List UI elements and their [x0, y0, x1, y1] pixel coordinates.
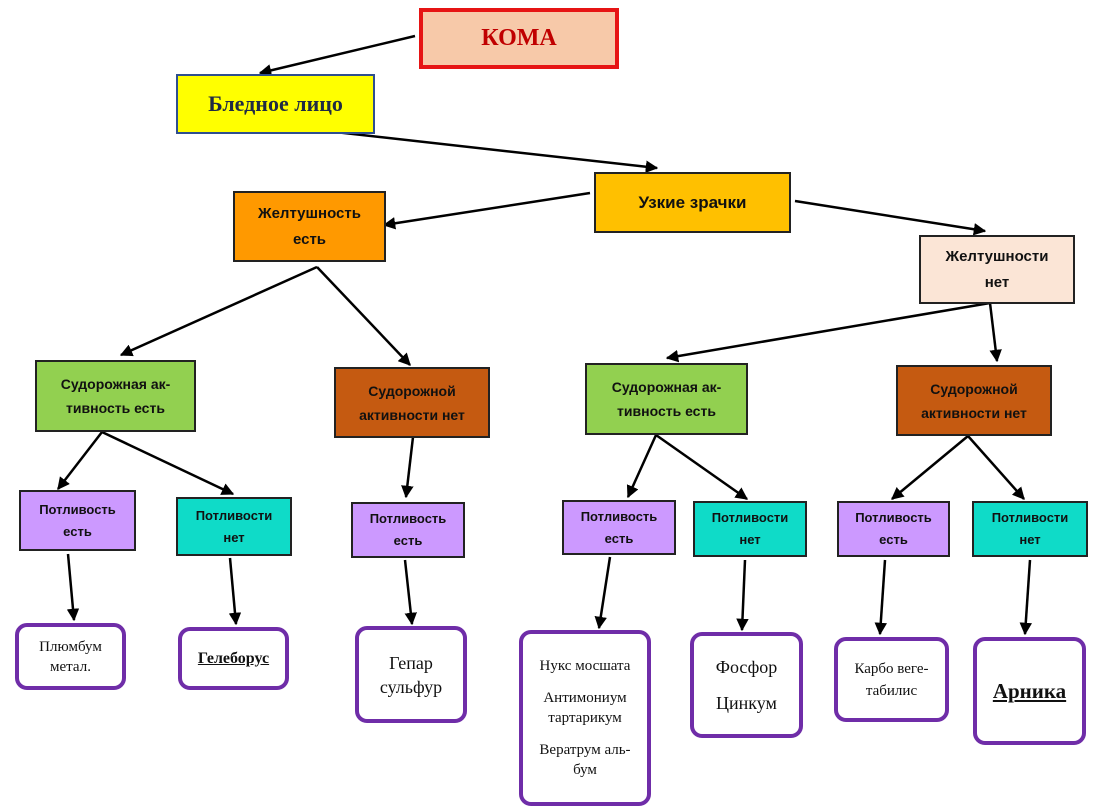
node-pale-face: Бледное лицо	[176, 74, 375, 134]
remedy-carbo: Карбо веге- табилис	[834, 637, 949, 722]
node-sweat-no-1-line2: нет	[223, 529, 245, 545]
node-sweat-yes-4-line1: Потливость	[855, 510, 932, 525]
node-convulsion-no-right-line2: активности нет	[921, 404, 1027, 421]
remedy-arnica-label: Арника	[992, 678, 1067, 703]
node-sweat-yes-4: Потливость есть	[837, 501, 950, 557]
remedy-plumbum-line2: метал.	[50, 658, 91, 675]
node-convulsion-yes-right-line2: тивность есть	[617, 403, 716, 419]
node-sweat-yes-4-line2: есть	[879, 532, 908, 547]
node-sweat-no-4-line2: нет	[1019, 532, 1041, 547]
arrow-conv-no-right-to-sweat-no	[967, 435, 1025, 500]
node-sweat-yes-2-line2: есть	[393, 533, 423, 548]
arrow-conv-yes-right-to-sweat-no	[655, 433, 749, 501]
arrow-conv-yes-left-to-sweat-yes	[57, 431, 103, 490]
remedy-antimonium-line1: Антимониум	[543, 690, 627, 706]
node-sweat-no-1: Потливости нет	[176, 497, 292, 556]
node-jaundice-yes: Желтушность есть	[233, 191, 386, 262]
node-convulsion-no-left: Судорожной активности нет	[334, 367, 490, 438]
node-jaundice-no: Желтушности нет	[919, 235, 1075, 304]
arrow-jaundice-no-to-conv-no	[988, 302, 1002, 363]
node-sweat-no-3-line2: нет	[739, 532, 761, 547]
arrow-sweat-to-plumbum	[66, 553, 80, 622]
arrow-jaundice-yes-to-conv-no	[316, 266, 411, 366]
remedy-antimonium-line2: тартарикум	[548, 710, 622, 726]
node-sweat-yes-3-line2: есть	[604, 530, 634, 546]
node-convulsion-no-right: Судорожной активности нет	[896, 365, 1052, 436]
remedy-hepar-line2: сульфур	[379, 676, 443, 697]
arrow-coma-to-pale-face	[258, 34, 416, 77]
node-jaundice-no-line1: Желтушности	[945, 247, 1049, 265]
node-convulsion-no-right-line1: Судорожной	[930, 380, 1018, 397]
node-convulsion-yes-left-line1: Судорожная ак-	[60, 376, 171, 392]
arrow-pupils-to-jaundice-yes	[382, 191, 591, 230]
node-jaundice-yes-line1: Желтушность	[258, 204, 361, 222]
arrow-sweat-to-helleborus	[228, 557, 242, 626]
node-sweat-yes-3-line1: Потливость	[580, 508, 658, 524]
node-sweat-no-1-line1: Потливости	[195, 507, 273, 523]
node-sweat-yes-1-line2: есть	[63, 523, 92, 539]
node-convulsion-no-left-line2: активности нет	[359, 406, 465, 423]
node-narrow-pupils: Узкие зрачки	[594, 172, 791, 233]
node-convulsion-yes-left: Судорожная ак- тивность есть	[35, 360, 196, 432]
node-sweat-no-3-line1: Потливости	[711, 510, 789, 525]
node-convulsion-yes-right: Судорожная ак- тивность есть	[585, 363, 748, 435]
remedy-zincum: Цинкум	[716, 693, 777, 713]
remedy-carbo-line2: табилис	[865, 682, 918, 699]
remedy-plumbum-line1: Плюмбум	[39, 638, 102, 655]
node-sweat-yes-3: Потливость есть	[562, 500, 676, 555]
remedy-hepar: Гепар сульфур	[355, 626, 467, 723]
remedy-veratrum-line1: Вератрум аль-	[539, 742, 631, 758]
node-sweat-no-4-line1: Потливости	[991, 510, 1069, 525]
remedy-phosphor-zincum: Фосфор Цинкум	[690, 632, 803, 738]
arrow-sweat-to-phosphor	[736, 559, 749, 632]
arrow-jaundice-no-to-conv-yes	[665, 301, 991, 363]
remedy-plumbum: Плюмбум метал.	[15, 623, 126, 690]
node-convulsion-no-left-line1: Судорожной	[368, 382, 456, 399]
remedy-helleborus: Гелеборус	[178, 627, 289, 690]
node-sweat-yes-1: Потливость есть	[19, 490, 136, 551]
node-jaundice-yes-line2: есть	[292, 230, 327, 248]
arrow-sweat-to-nux	[594, 556, 612, 630]
node-sweat-no-3: Потливости нет	[693, 501, 807, 557]
remedy-nux-moschata: Нукс мосшата	[539, 658, 631, 674]
remedy-helleborus-label: Гелеборус	[197, 649, 270, 667]
remedy-veratrum-line2: бум	[573, 762, 597, 778]
remedy-hepar-line1: Гепар	[389, 652, 433, 673]
remedy-nux-group: Нукс мосшата Антимониум тартарикум Верат…	[519, 630, 651, 806]
remedy-carbo-line1: Карбо веге-	[854, 660, 929, 677]
node-jaundice-no-line2: нет	[984, 273, 1010, 291]
arrow-pale-face-to-narrow-pupils	[334, 130, 659, 173]
arrow-conv-no-right-to-sweat-yes	[891, 435, 969, 500]
node-pale-face-label: Бледное лицо	[208, 91, 343, 116]
arrow-sweat-to-arnica	[1019, 559, 1032, 636]
arrow-conv-yes-right-to-sweat-yes	[626, 434, 658, 499]
node-convulsion-yes-left-line2: тивность есть	[66, 400, 165, 416]
remedy-arnica: Арника	[973, 637, 1086, 745]
node-sweat-yes-2-line1: Потливость	[369, 511, 447, 526]
arrow-sweat-to-hepar	[403, 559, 417, 626]
arrow-pupils-to-jaundice-no	[794, 199, 987, 236]
arrow-jaundice-yes-to-conv-yes	[119, 265, 318, 357]
node-convulsion-yes-right-line1: Судорожная ак-	[611, 379, 722, 395]
arrow-sweat-to-carbo	[874, 559, 887, 636]
node-coma-label: КОМА	[481, 25, 557, 51]
node-coma: КОМА	[419, 8, 619, 69]
remedy-phosphor: Фосфор	[715, 657, 778, 677]
arrow-conv-yes-left-to-sweat-no	[101, 430, 235, 496]
node-sweat-no-4: Потливости нет	[972, 501, 1088, 557]
node-narrow-pupils-label: Узкие зрачки	[638, 192, 747, 212]
node-sweat-yes-2: Потливость есть	[351, 502, 465, 558]
node-sweat-yes-1-line1: Потливость	[39, 501, 116, 517]
arrow-conv-no-left-to-sweat-yes	[401, 436, 415, 499]
